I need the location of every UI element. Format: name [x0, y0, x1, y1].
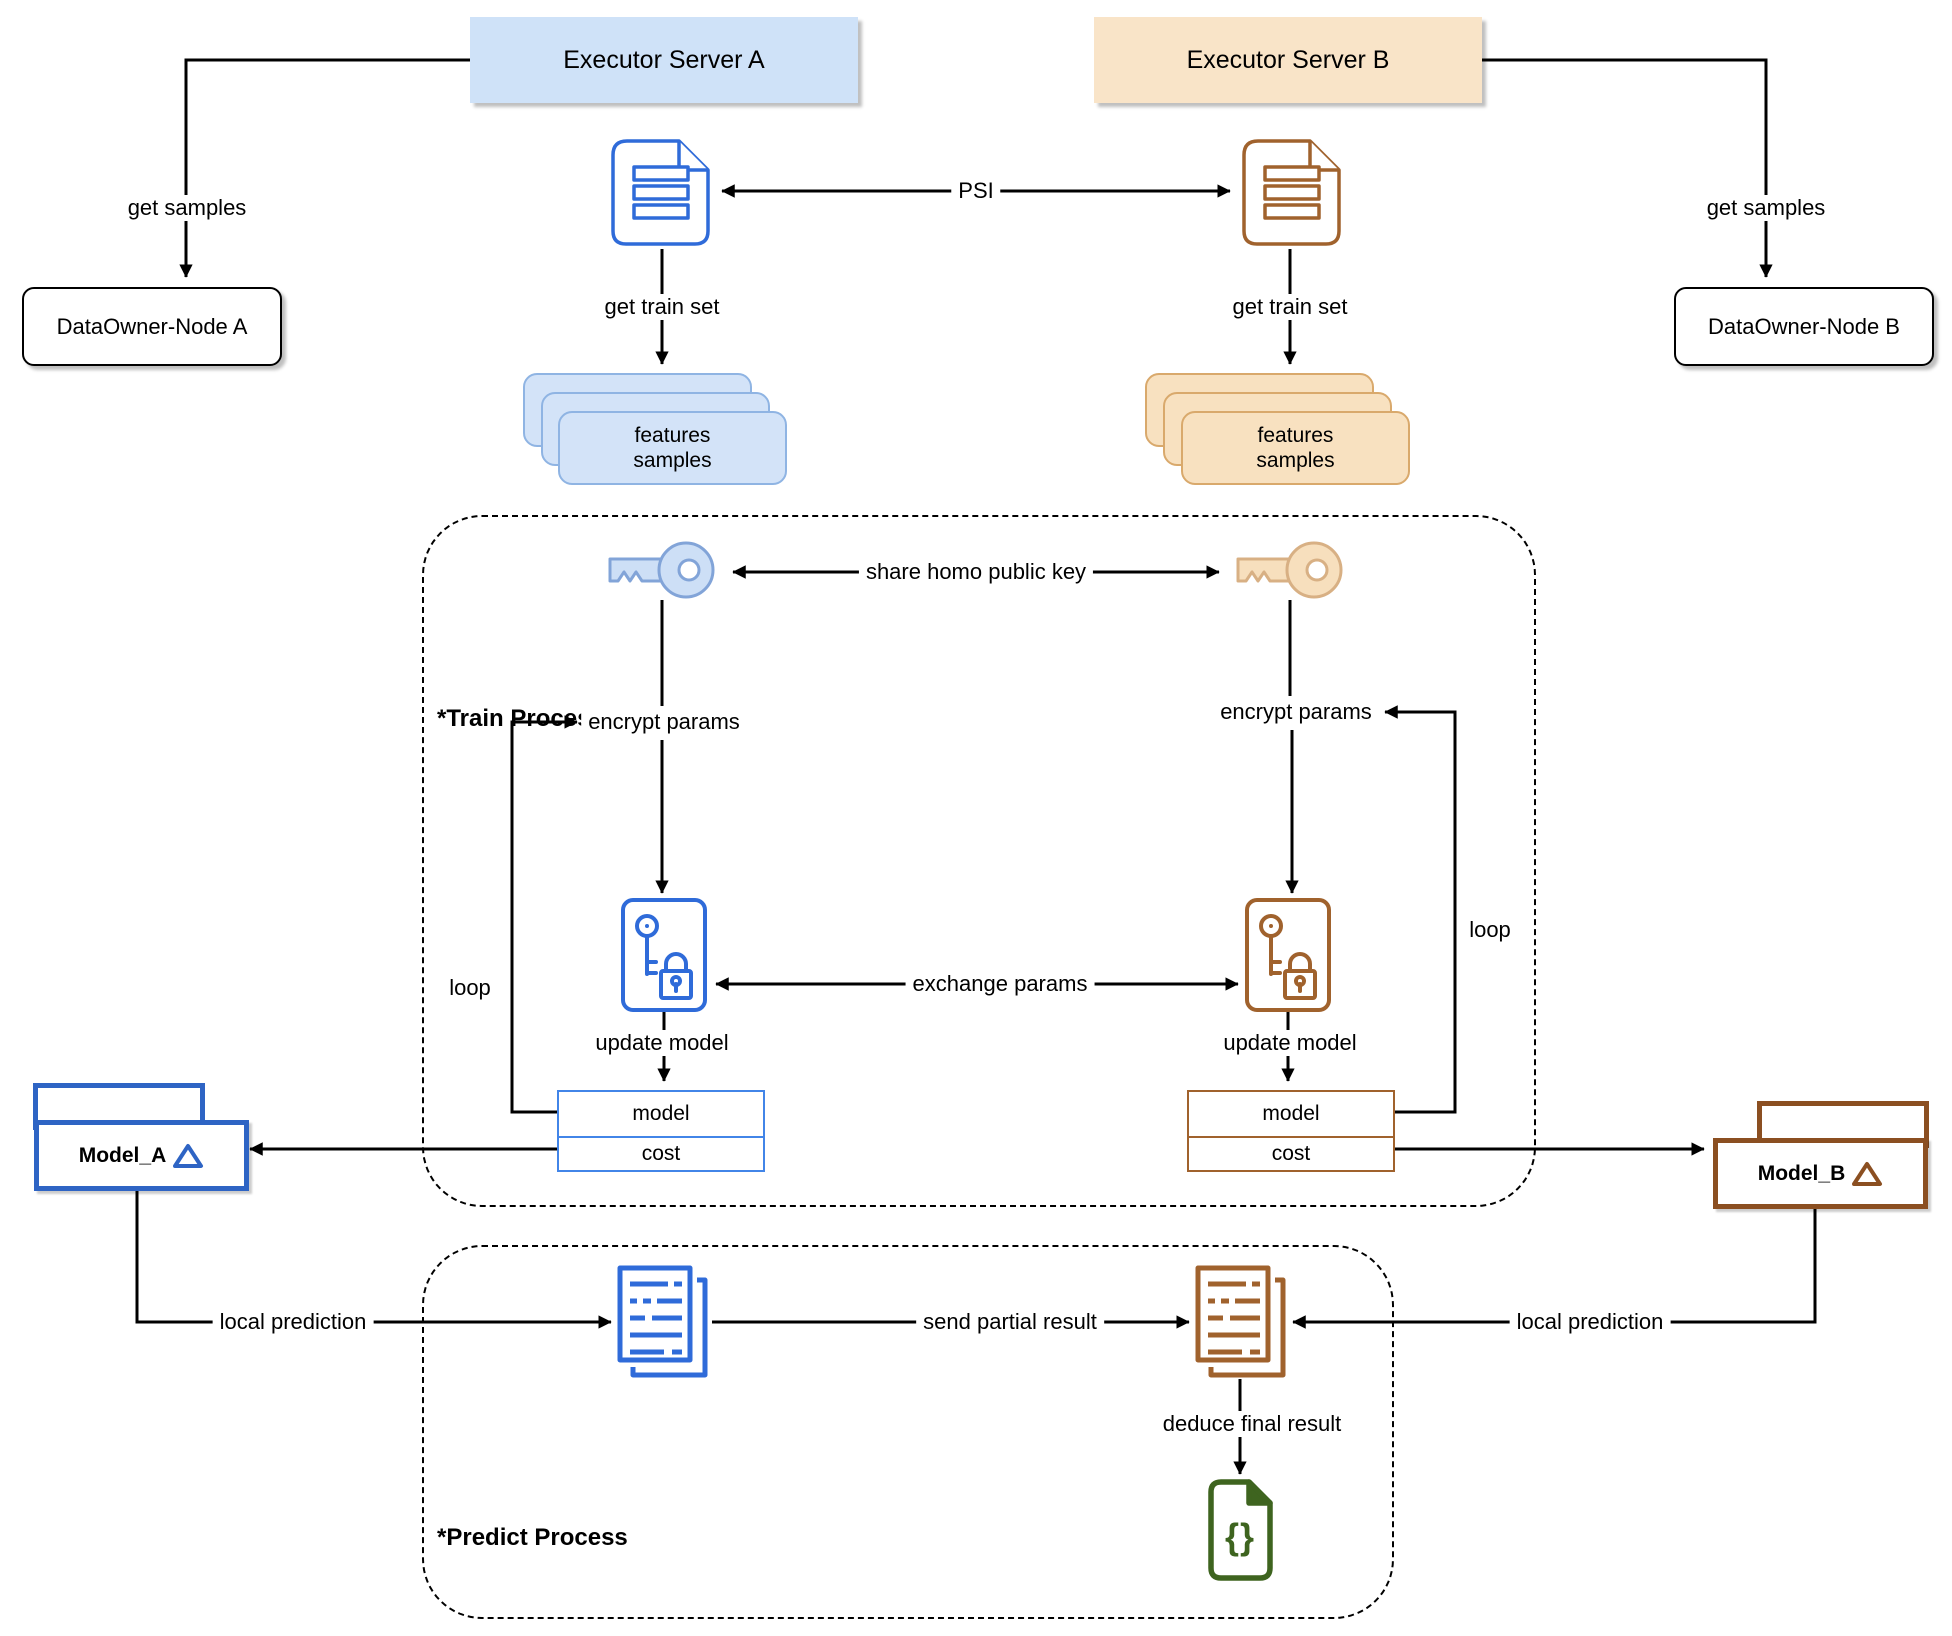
model-b-label: Model_B: [1757, 1161, 1846, 1185]
document-icon-b: [1242, 139, 1341, 246]
model-cost-table-b: model cost: [1187, 1090, 1395, 1172]
get-train-set-b-label: get train set: [1225, 294, 1355, 320]
samples-label: samples: [633, 449, 712, 472]
cost-row-a-label: cost: [641, 1141, 681, 1165]
features-label: features: [634, 424, 711, 447]
model-row-a-label: model: [632, 1102, 690, 1125]
model-cost-table-a: model cost: [557, 1090, 765, 1172]
features-stack-a-front: features samples: [558, 411, 787, 485]
psi-label: PSI: [951, 178, 1001, 204]
local-prediction-a-label: local prediction: [212, 1309, 374, 1335]
model-a-label: Model_A: [78, 1143, 167, 1167]
triangle-icon: [1852, 1161, 1883, 1186]
model-row-a: model: [557, 1090, 765, 1138]
edge-local-pred-b: [1292, 1199, 1817, 1329]
executor-server-b: Executor Server B: [1094, 17, 1482, 103]
json-file-icon: [1208, 1479, 1273, 1581]
get-samples-b-label: get samples: [1699, 195, 1833, 221]
model-a-node: Model_A: [34, 1120, 249, 1191]
get-samples-a-label: get samples: [120, 195, 254, 221]
model-row-b: model: [1187, 1090, 1395, 1138]
key-lock-icon-b: [1245, 898, 1331, 1012]
exchange-params-label: exchange params: [905, 971, 1095, 997]
features-stack-b-front: features samples: [1181, 411, 1410, 485]
edge-loop-b: [1384, 705, 1457, 1114]
dataowner-node-a: DataOwner-Node A: [22, 287, 282, 366]
model-row-b-label: model: [1262, 1102, 1320, 1125]
key-icon-b: [1236, 541, 1343, 599]
train-process-label: *Train Process: [437, 705, 604, 732]
encrypt-params-b-label: encrypt params: [1213, 699, 1379, 725]
edge-loop-a: [510, 715, 578, 1114]
executor-server-a: Executor Server A: [470, 17, 858, 103]
encrypt-params-a-label: encrypt params: [581, 709, 747, 735]
cost-row-b: cost: [1187, 1135, 1395, 1172]
send-partial-label: send partial result: [916, 1309, 1104, 1335]
edge-get-samples-b: [1482, 58, 1773, 278]
cost-row-a: cost: [557, 1135, 765, 1172]
samples-label: samples: [1256, 449, 1335, 472]
triangle-icon: [173, 1143, 204, 1168]
local-prediction-b-label: local prediction: [1509, 1309, 1671, 1335]
executor-server-b-label: Executor Server B: [1186, 45, 1390, 74]
key-icon-a: [608, 541, 715, 599]
deduce-final-label: deduce final result: [1155, 1411, 1349, 1437]
share-key-label: share homo public key: [858, 559, 1094, 585]
model-b-node: Model_B: [1713, 1138, 1928, 1209]
dataowner-node-b: DataOwner-Node B: [1674, 287, 1934, 366]
report-stack-icon-a: [617, 1265, 708, 1378]
train-process-box: [422, 515, 1536, 1207]
dataowner-node-b-label: DataOwner-Node B: [1708, 313, 1900, 339]
key-lock-icon-a: [621, 898, 707, 1012]
loop-b-label: loop: [1469, 917, 1511, 942]
report-stack-icon-b: [1195, 1265, 1286, 1378]
update-model-b-label: update model: [1216, 1030, 1364, 1056]
dataowner-node-a-label: DataOwner-Node A: [56, 313, 248, 339]
get-train-set-a-label: get train set: [597, 294, 727, 320]
predict-process-box: [422, 1245, 1394, 1619]
executor-server-a-label: Executor Server A: [563, 45, 765, 74]
update-model-a-label: update model: [588, 1030, 736, 1056]
loop-a-label: loop: [449, 975, 491, 1000]
edge-local-pred-a: [135, 1181, 612, 1329]
json-braces-glyph: {}: [1224, 1516, 1256, 1557]
predict-process-label: *Predict Process: [437, 1524, 628, 1551]
cost-row-b-label: cost: [1271, 1141, 1311, 1165]
document-icon-a: [611, 139, 710, 246]
edge-get-samples-a: [179, 58, 470, 278]
features-label: features: [1257, 424, 1334, 447]
